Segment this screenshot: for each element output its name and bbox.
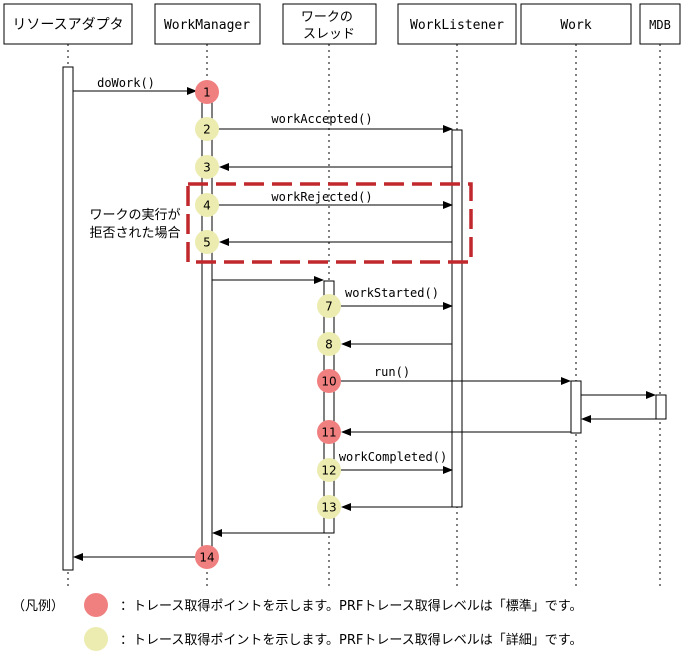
- activation-wl: [451, 129, 463, 508]
- trace-point-2-num: 2: [203, 123, 211, 137]
- trace-point-2: [195, 117, 219, 141]
- trace-point-10-num: 10: [321, 375, 336, 389]
- trace-point-8: [317, 332, 341, 356]
- trace-point-10: [317, 369, 341, 393]
- trace-point-5: [195, 230, 219, 254]
- activation-wm: [201, 81, 213, 558]
- activation-wk: [570, 380, 582, 434]
- rejected-note-line2: 拒否された場合: [89, 226, 180, 241]
- legend: （凡例） ：トレース取得ポイントを示します。PRFトレース取得レベルは「標準」で…: [12, 593, 582, 651]
- participant-wm-label: WorkManager: [164, 18, 250, 33]
- label-do-work: doWork(): [97, 76, 155, 90]
- label-work-accepted: workAccepted(): [271, 112, 372, 126]
- label-work-started: workStarted(): [345, 286, 439, 300]
- trace-point-3-num: 3: [203, 161, 211, 175]
- trace-point-13: [317, 495, 341, 519]
- legend-standard-text: ：トレース取得ポイントを示します。PRFトレース取得レベルは「標準」です。: [120, 598, 582, 614]
- legend-standard-swatch: [84, 593, 108, 617]
- label-work-completed: workCompleted(): [339, 450, 447, 464]
- trace-point-11-num: 11: [321, 426, 336, 440]
- trace-point-14-num: 14: [199, 551, 214, 565]
- messages: [73, 87, 656, 561]
- trace-point-8-num: 8: [325, 338, 333, 352]
- trace-point-12-num: 12: [321, 464, 336, 478]
- legend-detail-text: ：トレース取得ポイントを示します。PRFトレース取得レベルは「詳細」です。: [120, 632, 582, 648]
- rejected-note-line1: ワークの実行が: [89, 207, 180, 223]
- participant-wk-label: Work: [560, 18, 591, 33]
- trace-points: 1 2 3 4 5 7 8 10 11 12 13 14: [195, 80, 341, 569]
- message-labels: doWork() workAccepted() workRejected() w…: [97, 76, 447, 464]
- participant-wk: Work: [520, 3, 632, 45]
- trace-point-12: [317, 458, 341, 482]
- participant-th: ワークの スレッド: [282, 3, 377, 45]
- label-work-rejected: workRejected(): [271, 190, 372, 204]
- trace-point-1-num: 1: [203, 86, 211, 100]
- trace-point-14: [195, 545, 219, 569]
- trace-point-13-num: 13: [321, 501, 336, 515]
- legend-detail-swatch: [84, 627, 108, 651]
- participant-wm: WorkManager: [154, 3, 261, 45]
- participant-mdb-label: MDB: [649, 18, 671, 32]
- participant-wl-label: WorkListener: [410, 18, 504, 33]
- participant-ra-label: リソースアダプタ: [12, 17, 123, 33]
- activation-mdb: [655, 394, 667, 420]
- participant-mdb: MDB: [639, 3, 681, 45]
- participant-ra: リソースアダプタ: [3, 3, 133, 45]
- rejected-case-frame: [186, 182, 473, 264]
- legend-title: （凡例）: [12, 599, 64, 614]
- label-run: run(): [374, 365, 410, 379]
- trace-point-1: [195, 80, 219, 104]
- trace-point-4: [195, 193, 219, 217]
- participant-th-label: ワークの スレッド: [301, 10, 357, 42]
- activation-th: [323, 280, 335, 534]
- trace-point-11: [317, 420, 341, 444]
- trace-point-7: [317, 294, 341, 318]
- trace-point-7-num: 7: [325, 300, 333, 314]
- activation-ra: [62, 66, 74, 571]
- participant-wl: WorkListener: [397, 3, 517, 45]
- activations: [62, 66, 667, 571]
- trace-point-5-num: 5: [203, 236, 211, 250]
- trace-point-4-num: 4: [203, 199, 211, 213]
- trace-point-3: [195, 155, 219, 179]
